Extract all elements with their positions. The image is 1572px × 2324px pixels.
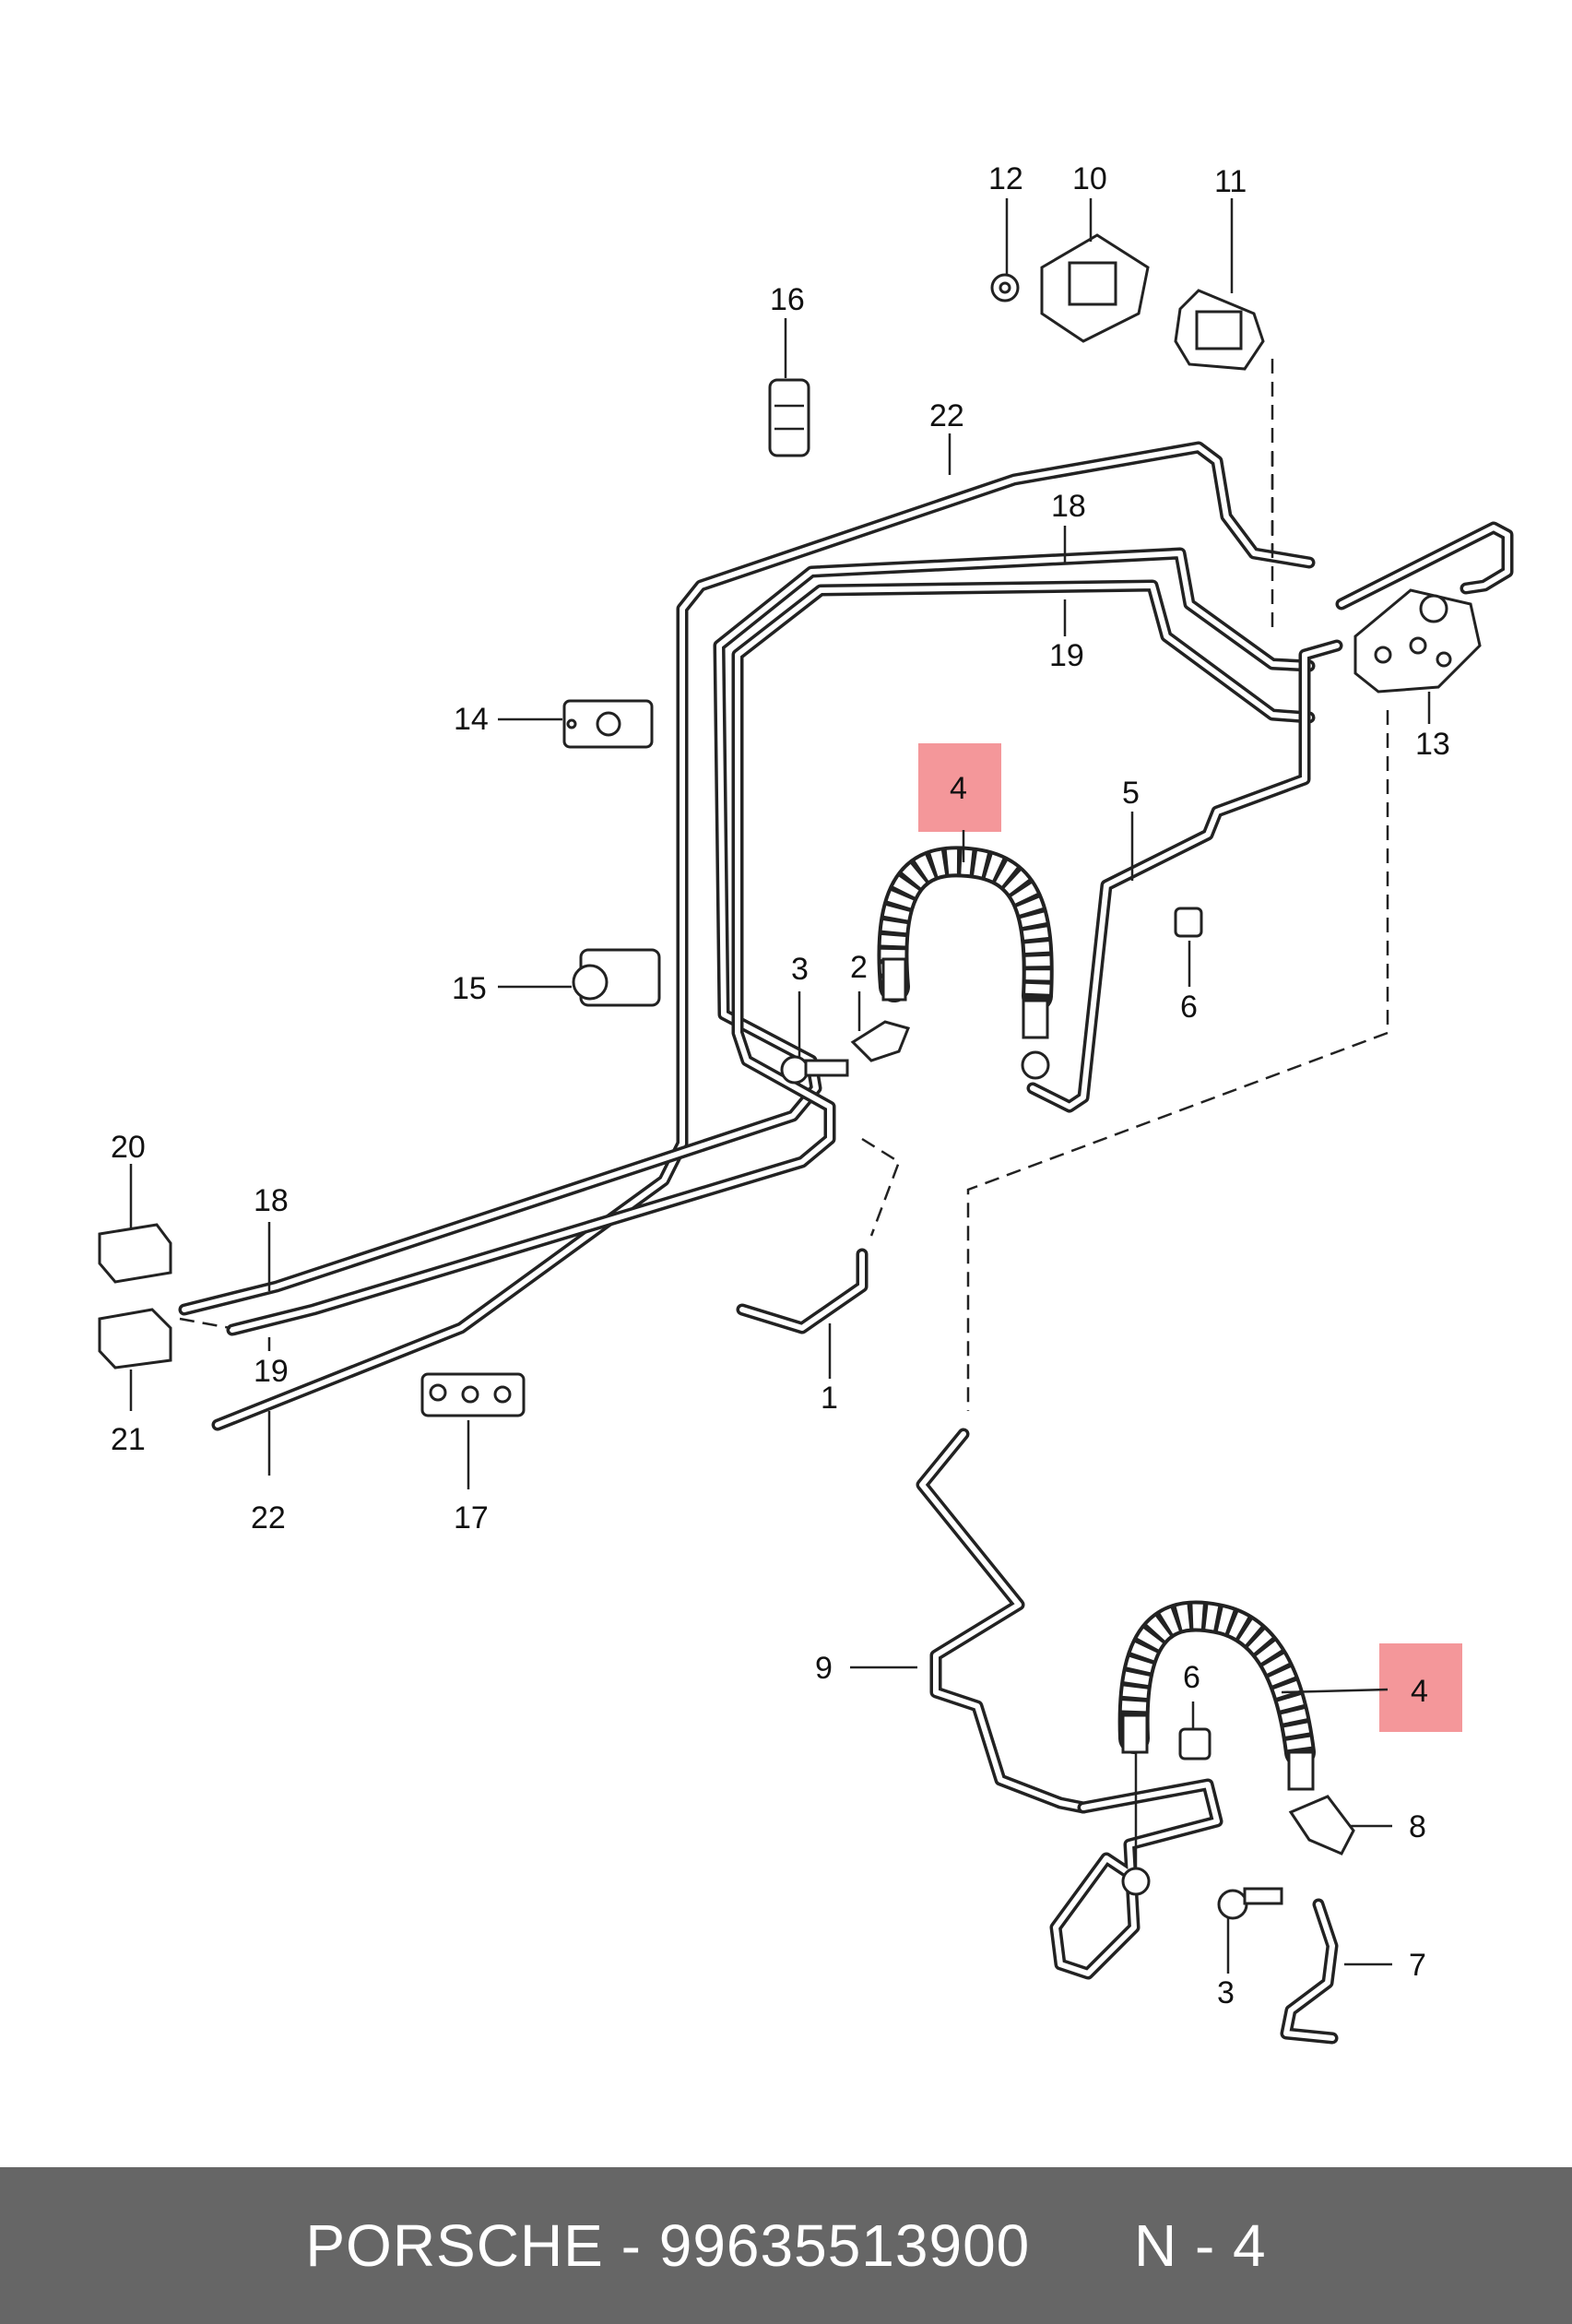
callout-13: 13 bbox=[1415, 727, 1450, 762]
footer-separator: - bbox=[603, 2212, 659, 2279]
footer-gap bbox=[1030, 2211, 1134, 2280]
callout-22-upper: 22 bbox=[929, 398, 964, 433]
brake-line-5 bbox=[1026, 639, 1343, 1113]
clip-17 bbox=[420, 1372, 526, 1417]
brake-line-7 bbox=[1280, 1898, 1339, 2045]
brake-hose-4-lower bbox=[1117, 1600, 1389, 1896]
callout-18-upper: 18 bbox=[1051, 489, 1086, 524]
footer-brand: PORSCHE bbox=[305, 2212, 604, 2279]
callout-9: 9 bbox=[815, 1651, 833, 1686]
brake-line-22 bbox=[211, 441, 1316, 1431]
clamp-14 bbox=[562, 699, 654, 749]
callout-14: 14 bbox=[454, 702, 489, 737]
brake-line-9 bbox=[916, 1428, 1090, 1814]
brake-line-19 bbox=[226, 579, 1316, 1336]
block-21 bbox=[98, 1308, 172, 1370]
footer-position: N - 4 bbox=[1133, 2212, 1267, 2279]
callout-7: 7 bbox=[1409, 1948, 1426, 1983]
callout-1: 1 bbox=[821, 1381, 838, 1416]
bracket-2 bbox=[850, 1020, 911, 1062]
brake-line-diagram: 12 10 11 16 22 18 19 13 14 4 5 6 15 3 2 … bbox=[98, 161, 1514, 2045]
callout-15: 15 bbox=[452, 971, 487, 1006]
dashed-line-21 bbox=[179, 1317, 231, 1330]
callout-20: 20 bbox=[111, 1130, 146, 1165]
gasket-11 bbox=[1174, 289, 1265, 371]
master-cylinder-bracket-13 bbox=[1353, 588, 1482, 694]
callout-2: 2 bbox=[850, 950, 868, 985]
brake-line-loop bbox=[1049, 1778, 1223, 1980]
block-20 bbox=[98, 1223, 172, 1284]
callout-16: 16 bbox=[770, 282, 805, 317]
callout-8: 8 bbox=[1409, 1809, 1426, 1844]
bolt-3-lower bbox=[1217, 1887, 1283, 1920]
callout-22-lower: 22 bbox=[251, 1500, 286, 1536]
callout-3-lower: 3 bbox=[1217, 1975, 1235, 2010]
footer-bar: PORSCHE - 99635513900 N - 4 bbox=[0, 2167, 1572, 2324]
nut-6-upper bbox=[1174, 907, 1203, 938]
clamp-15 bbox=[572, 948, 661, 1007]
callout-18-lower: 18 bbox=[254, 1183, 289, 1218]
dashed-line-master bbox=[966, 710, 1389, 1411]
brake-line-18 bbox=[178, 547, 1316, 1316]
callout-12: 12 bbox=[988, 161, 1023, 196]
callout-4-upper: 4 bbox=[950, 771, 967, 806]
brake-line-1 bbox=[736, 1248, 869, 1334]
highlight-box-4-lower bbox=[1379, 1643, 1462, 1732]
bracket-8 bbox=[1288, 1795, 1355, 1856]
bolt-3-upper bbox=[780, 1055, 849, 1085]
gasket-10 bbox=[1040, 233, 1150, 343]
leader-lines bbox=[129, 198, 1431, 1974]
highlight-box-4-upper bbox=[918, 743, 1001, 832]
callout-21: 21 bbox=[111, 1422, 146, 1457]
callout-17: 17 bbox=[454, 1500, 489, 1536]
brake-hose-4-upper bbox=[877, 830, 1054, 1080]
callout-19-upper: 19 bbox=[1049, 638, 1084, 673]
callout-19-lower: 19 bbox=[254, 1354, 289, 1389]
brake-line-22-right bbox=[1335, 521, 1514, 611]
footer-part-number: 99635513900 bbox=[658, 2212, 1031, 2279]
callout-6-lower: 6 bbox=[1183, 1660, 1200, 1695]
callout-11: 11 bbox=[1214, 164, 1247, 199]
dashed-line-clip bbox=[861, 1137, 901, 1237]
callout-5: 5 bbox=[1122, 776, 1140, 811]
callout-10: 10 bbox=[1072, 161, 1107, 196]
callout-4-lower: 4 bbox=[1411, 1674, 1428, 1709]
nut-6-lower bbox=[1178, 1727, 1212, 1761]
nut-12 bbox=[990, 273, 1020, 302]
callout-3-upper: 3 bbox=[791, 952, 809, 987]
callout-6-upper: 6 bbox=[1180, 990, 1198, 1025]
clip-16 bbox=[768, 378, 810, 457]
